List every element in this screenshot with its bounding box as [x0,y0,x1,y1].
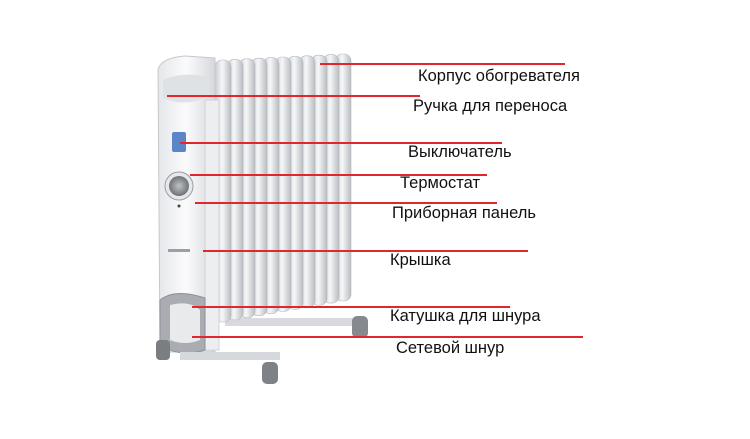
label-cord-reel: Катушка для шнура [390,307,541,325]
label-power-cord: Сетевой шнур [396,339,505,357]
pointer-line-handle [167,95,420,97]
pointer-line-switch [180,142,502,144]
label-handle: Ручка для переноса [413,97,568,115]
pointer-line-cord-reel [192,306,510,308]
label-control-panel: Приборная панель [392,204,536,222]
label-switch: Выключатель [408,143,512,161]
pointer-line-housing [320,63,565,65]
label-housing: Корпус обогревателя [418,67,580,85]
pointer-line-power-cord [192,336,583,338]
pointer-line-control-panel [195,202,497,204]
label-cover: Крышка [390,251,451,269]
pointer-line-cover [203,250,528,252]
label-thermostat: Термостат [400,174,481,192]
pointer-line-thermostat [190,174,487,176]
